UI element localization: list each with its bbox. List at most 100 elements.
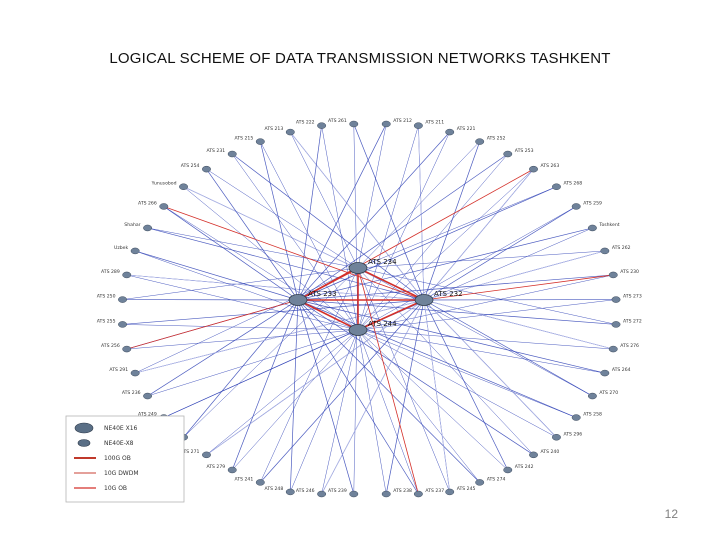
uplink-line	[297, 186, 557, 301]
router-label: ATS 262	[612, 245, 631, 251]
router-icon	[445, 128, 455, 136]
router-label: ATS 289	[101, 269, 120, 275]
peripheral-router-node: ATS 259	[571, 200, 602, 210]
router-label: ATS 246	[296, 488, 315, 494]
router-icon	[130, 369, 140, 377]
uplink-line	[259, 141, 299, 301]
uplink-line	[357, 329, 508, 471]
slide-title: LOGICAL SCHEME OF DATA TRANSMISSION NETW…	[109, 50, 611, 67]
router-icon	[285, 488, 295, 496]
peripheral-router-node: ATS 254	[181, 163, 211, 173]
peripheral-router-node: ATS 253	[503, 148, 534, 158]
peripheral-router-node: ATS 276	[608, 343, 639, 353]
router-icon	[587, 392, 597, 400]
uplink-line	[122, 267, 359, 300]
router-icon	[285, 128, 295, 136]
router-icon	[552, 434, 561, 441]
peripheral-router-node: ATS 238	[381, 488, 412, 498]
router-label: ATS 274	[487, 476, 506, 482]
peripheral-router-node: ATS 239	[328, 488, 359, 498]
peripheral-router-node: ATS 236	[122, 390, 153, 400]
router-label: ATS 250	[97, 294, 116, 300]
router-icon	[381, 120, 391, 128]
peripheral-router-node: ATS 271	[181, 449, 211, 459]
router-label: ATS 270	[599, 390, 618, 396]
uplink-line	[423, 206, 577, 301]
uplink-line	[163, 206, 299, 301]
peripheral-router-node: ATS 212	[381, 118, 412, 128]
router-label: ATS 249	[138, 412, 157, 418]
uplink-line	[423, 141, 481, 301]
router-icon	[552, 183, 561, 190]
uplink-line	[423, 299, 509, 471]
router-icon	[600, 369, 610, 377]
uplink-line	[126, 274, 359, 331]
router-label: ATS 253	[515, 148, 534, 154]
router-icon	[600, 247, 610, 255]
router-label: ATS 237	[425, 488, 444, 494]
uplink-line	[357, 329, 480, 483]
peripheral-router-node: ATS 273	[611, 294, 642, 303]
router-icon	[179, 183, 188, 190]
core-ring	[297, 267, 425, 331]
legend-label: NE40E X16	[104, 425, 138, 432]
core-router-node: ATS 232	[414, 290, 463, 306]
router-icon	[413, 122, 423, 129]
peripheral-router-node: ATS 279	[206, 464, 237, 474]
uplink-line	[297, 299, 419, 495]
core-router-node: ATS 244	[348, 320, 397, 336]
router-icon	[202, 165, 211, 173]
uplink-line	[357, 329, 605, 374]
router-label: ATS 221	[457, 126, 476, 132]
router-icon	[413, 490, 423, 498]
legend-label: 10G DWDM	[104, 470, 139, 477]
uplink-line	[122, 324, 359, 331]
router-label: ATS 266	[138, 200, 157, 206]
peripheral-router-node: Toshkent	[587, 222, 620, 232]
router-label: Yunusobod	[151, 181, 177, 187]
core-ring-link	[297, 267, 359, 301]
router-label: ATS 271	[181, 449, 200, 455]
uplink-line	[357, 329, 419, 495]
legend-label: NE40E-X8	[104, 440, 134, 447]
peripheral-router-node: ATS 237	[413, 488, 444, 498]
legend-item: 10G DWDM	[74, 470, 139, 477]
router-icon	[381, 490, 391, 498]
peripheral-router-node: ATS 221	[445, 126, 476, 136]
peripheral-router-node: ATS 213	[265, 126, 295, 136]
legend-item: NE40E X16	[74, 422, 138, 434]
legend-router-icon	[77, 439, 91, 447]
core-router-label: ATS 232	[434, 290, 463, 298]
peripheral-router-node: ATS 268	[552, 181, 582, 190]
core-router-node: ATS 233	[288, 290, 337, 306]
uplink-line	[297, 125, 322, 301]
uplink-line	[260, 141, 359, 331]
uplink-line	[357, 131, 450, 331]
router-label: ATS 231	[206, 148, 225, 154]
router-label: ATS 238	[393, 488, 412, 494]
peripheral-router-node: ATS 289	[101, 269, 132, 279]
uplink-line	[163, 329, 359, 418]
router-icon	[445, 488, 455, 496]
dwdm-line	[126, 274, 425, 301]
peripheral-router-node: ATS 262	[600, 245, 631, 255]
uplink-line	[385, 299, 425, 495]
uplink-line	[357, 125, 419, 331]
uplink-line	[357, 267, 534, 456]
uplink-line	[297, 227, 593, 301]
uplink-line	[135, 267, 359, 374]
router-label: ATS 222	[296, 120, 315, 126]
dwdm-line	[423, 299, 557, 438]
uplink-line	[135, 250, 299, 301]
uplink-line	[232, 153, 425, 301]
uplink-line	[423, 299, 593, 397]
uplink-line	[147, 227, 359, 269]
router-label: ATS 236	[122, 390, 141, 396]
router-icon	[317, 490, 327, 498]
router-label: ATS 261	[328, 118, 347, 124]
router-label: ATS 258	[583, 412, 602, 418]
router-icon	[611, 296, 621, 303]
core-router-icon	[348, 324, 368, 336]
